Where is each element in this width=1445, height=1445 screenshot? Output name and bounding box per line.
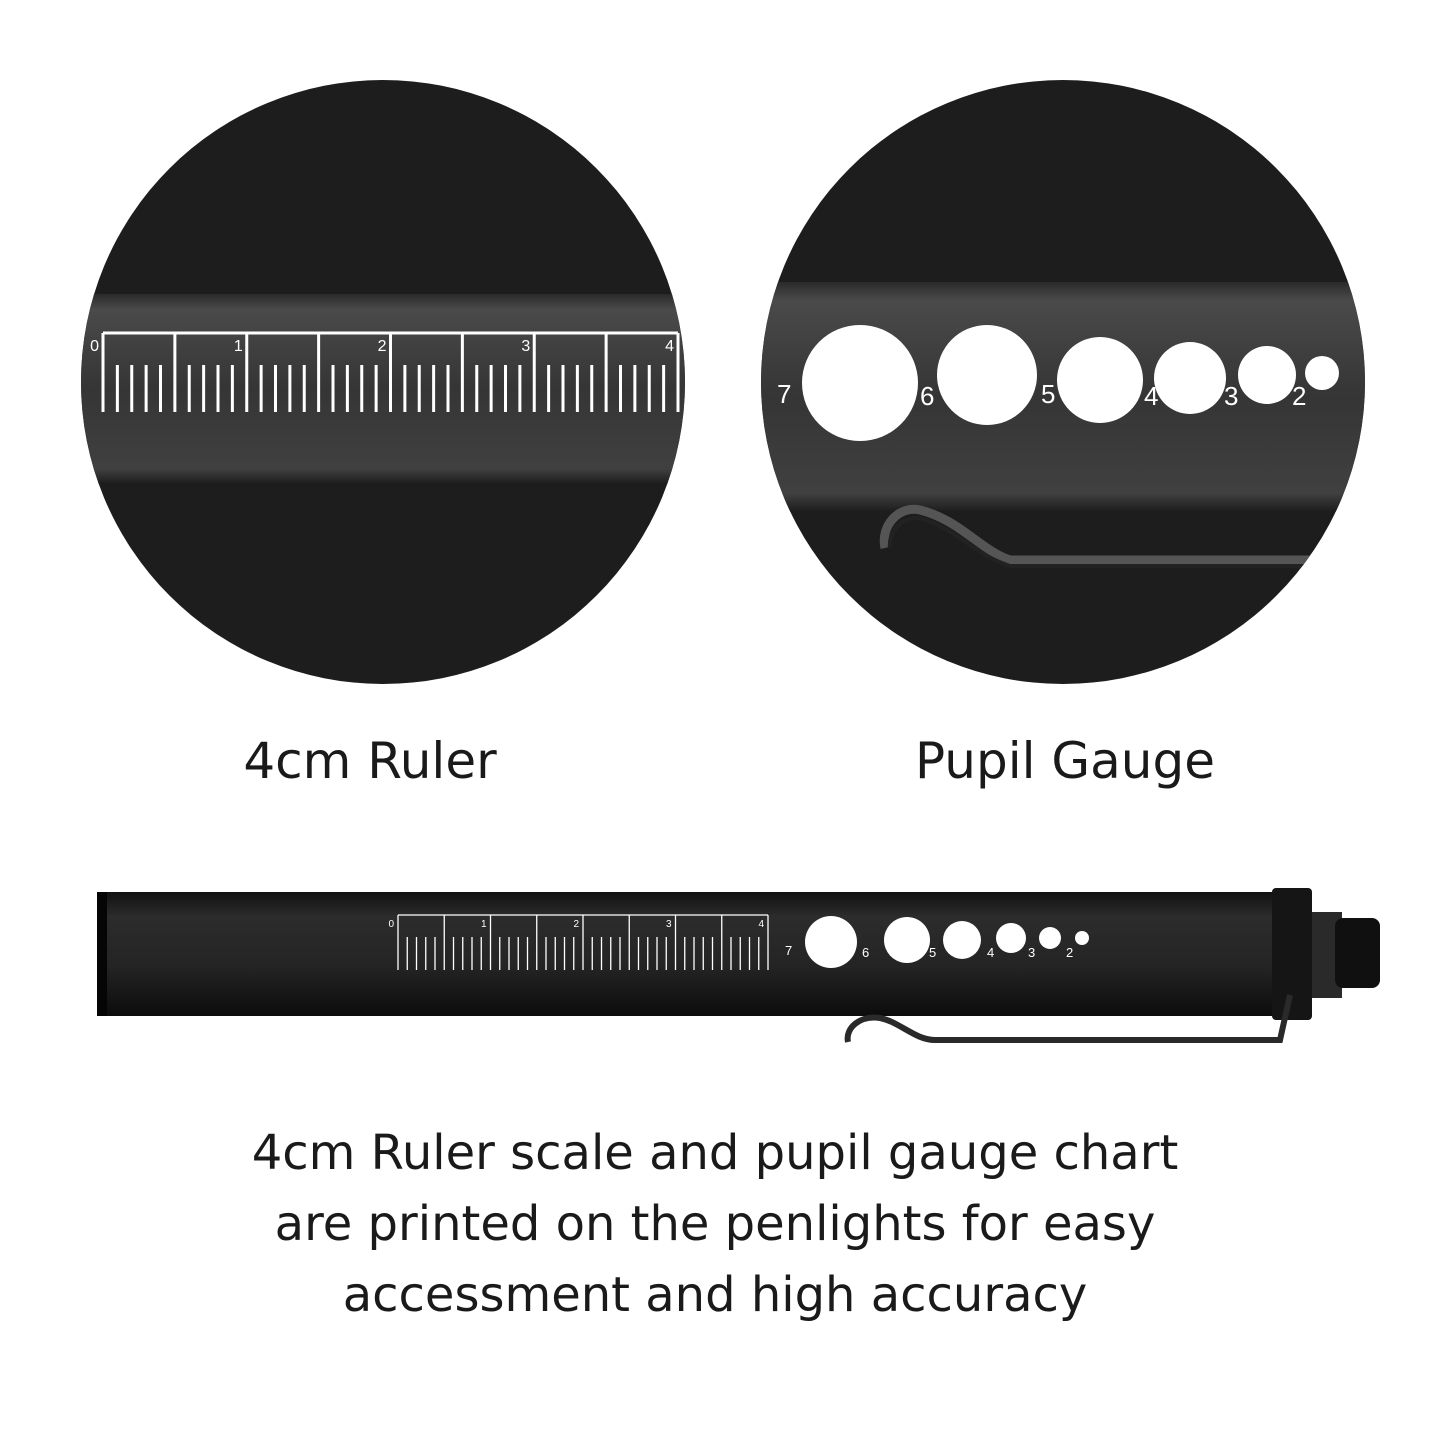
pupil-gauge-small: 7 6 5 4 3 2 <box>785 916 1089 968</box>
description: 4cm Ruler scale and pupil gauge chart ar… <box>0 1118 1430 1331</box>
description-line-1: 4cm Ruler scale and pupil gauge chart <box>251 1125 1179 1181</box>
pupil-size-label: 5 <box>1041 379 1055 409</box>
pupil-size-label: 5 <box>929 945 936 960</box>
ruler-label: 4 <box>665 338 674 355</box>
pupil-size-circle <box>937 325 1037 425</box>
pupil-size-circle <box>1057 337 1143 423</box>
description-line-3: accessment and high accuracy <box>342 1267 1088 1323</box>
pupil-size-circle <box>1305 356 1339 390</box>
penlight: 0 1 2 3 4 7 6 5 4 3 2 <box>97 888 1380 1043</box>
ruler-label: 2 <box>573 919 579 930</box>
ruler-label: 4 <box>758 919 764 930</box>
ruler-label: 1 <box>234 338 243 355</box>
pocket-clip <box>879 504 1365 565</box>
pupil-size-circle <box>1238 346 1296 404</box>
pupil-gauge-caption: Pupil Gauge <box>915 732 1215 790</box>
pupil-size-circle <box>1075 931 1089 945</box>
pupil-size-label: 4 <box>1144 381 1158 411</box>
pupil-size-label: 7 <box>785 943 792 958</box>
ruler-label: 3 <box>666 919 672 930</box>
pupil-gauge-large: 7 6 5 4 3 2 <box>777 325 1339 441</box>
pupil-size-circle <box>884 917 930 963</box>
ruler-label: 2 <box>378 338 387 355</box>
pupil-size-label: 4 <box>987 945 994 960</box>
pupil-size-label: 3 <box>1028 945 1035 960</box>
pupil-gauge-zoom-circle: 7 6 5 4 3 2 <box>761 80 1365 684</box>
pupil-size-circle <box>802 325 918 441</box>
pupil-size-label: 2 <box>1066 945 1073 960</box>
ruler-label: 1 <box>481 919 487 930</box>
ruler-label: 3 <box>521 338 530 355</box>
pupil-size-circle <box>1039 927 1061 949</box>
ruler-scale-small: 0 1 2 3 4 <box>388 914 769 970</box>
ruler-scale-large: 0 1 2 3 4 <box>90 331 680 412</box>
pupil-size-label: 6 <box>920 381 934 411</box>
pupil-size-label: 6 <box>862 945 869 960</box>
pupil-size-circle <box>1154 342 1226 414</box>
pen-clip <box>844 994 1293 1043</box>
pupil-size-label: 3 <box>1224 381 1238 411</box>
pupil-size-label: 7 <box>777 379 791 409</box>
pupil-size-label: 2 <box>1292 381 1306 411</box>
pupil-size-circle <box>943 921 981 959</box>
ruler-caption: 4cm Ruler <box>243 732 497 790</box>
ruler-zoom-circle: 0 1 2 3 4 <box>81 80 685 684</box>
pupil-size-circle <box>996 923 1026 953</box>
ruler-label: 0 <box>90 338 99 355</box>
description-line-2: are printed on the penlights for easy <box>274 1196 1156 1252</box>
pupil-size-circle <box>805 916 857 968</box>
ruler-label: 0 <box>388 919 394 930</box>
